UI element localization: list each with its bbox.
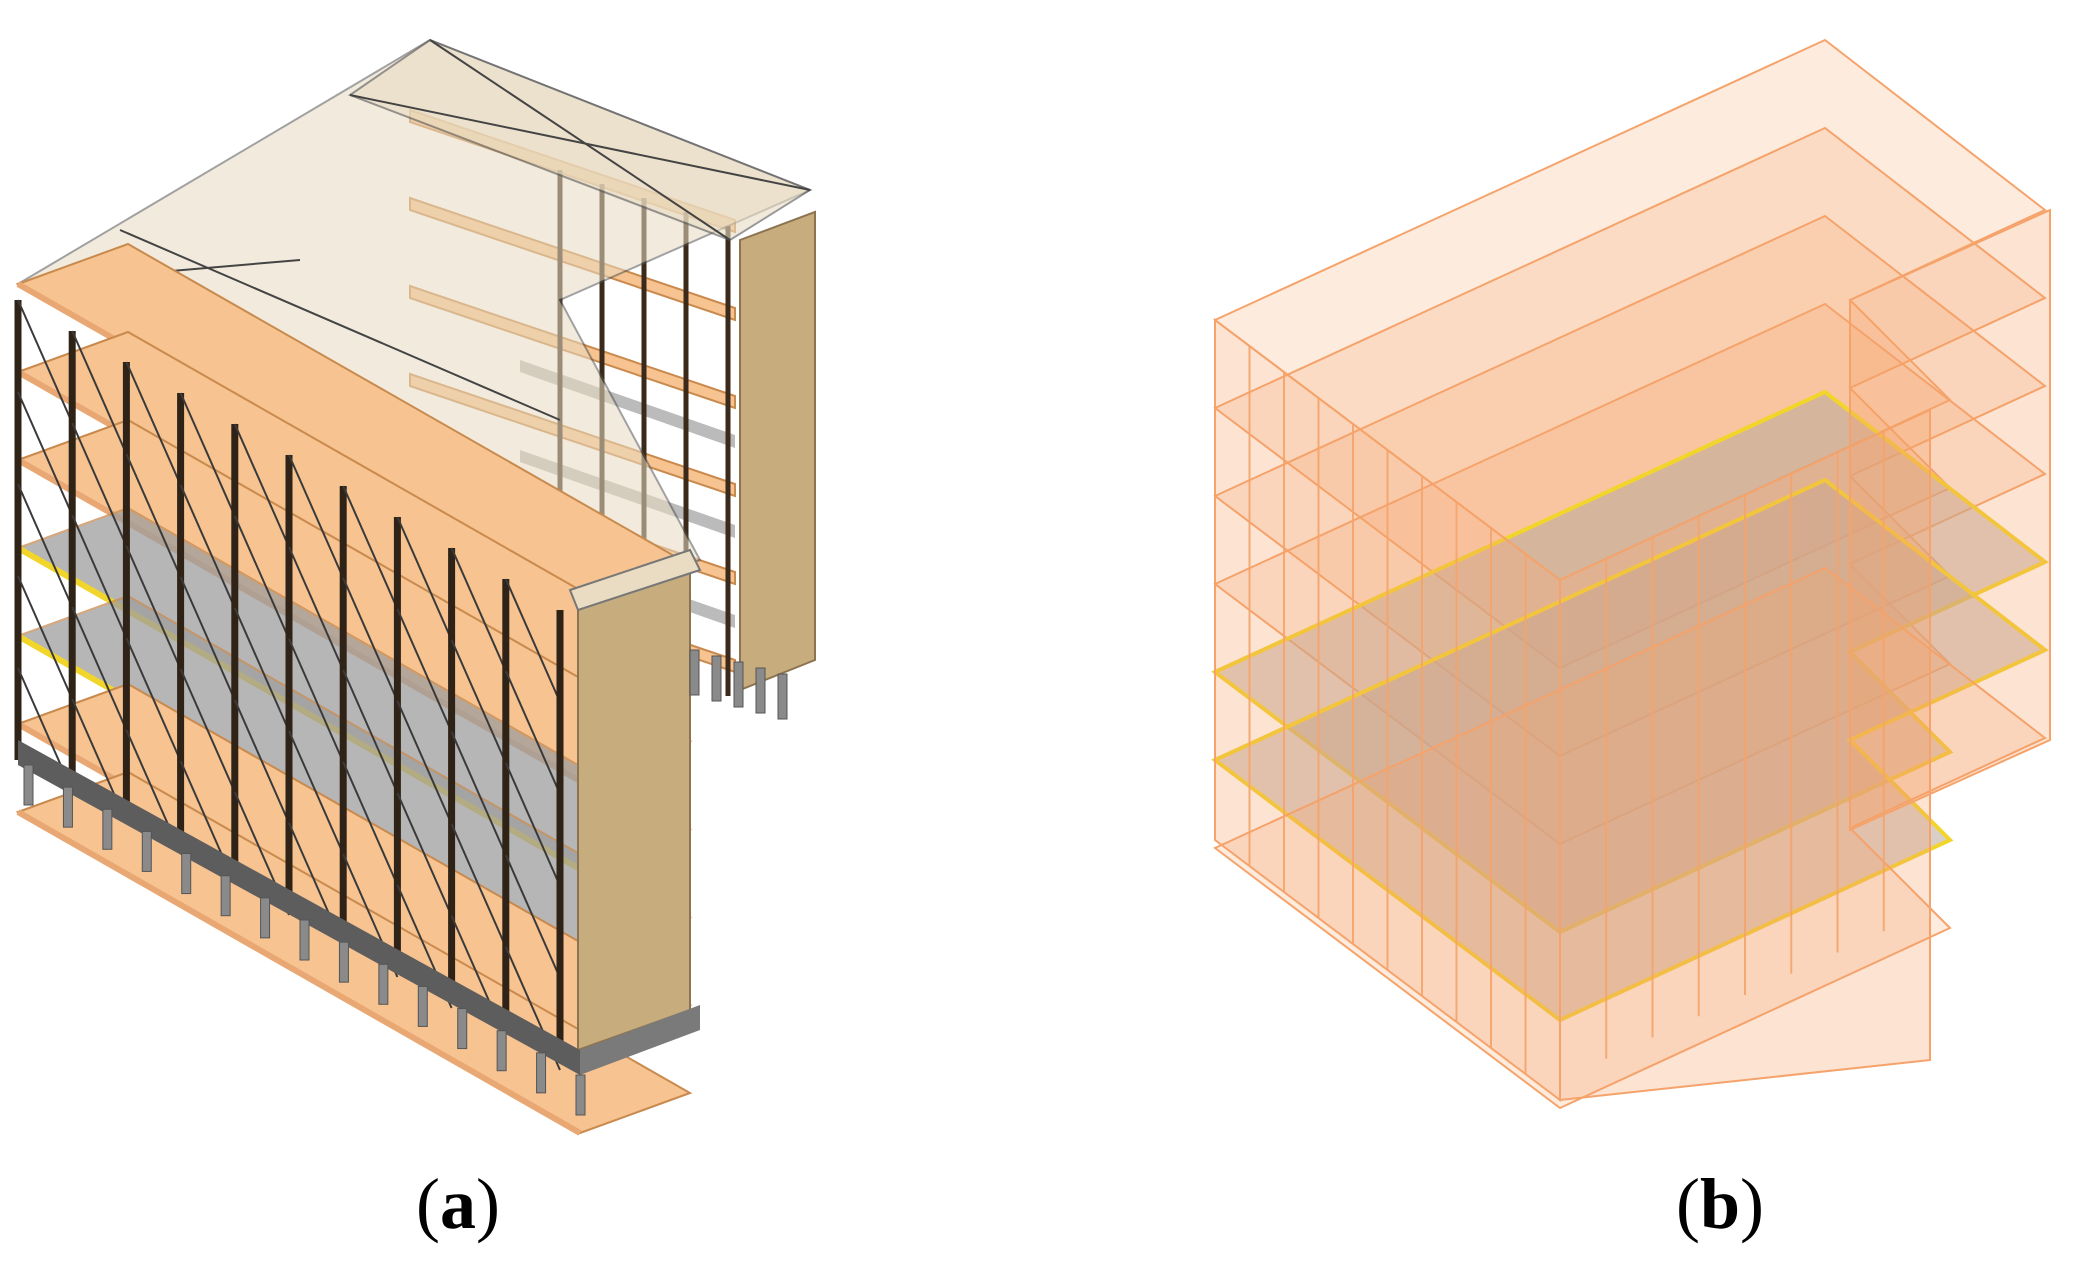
foundation-pile	[777, 673, 788, 720]
x-brace	[396, 608, 453, 733]
x-brace	[396, 700, 453, 825]
x-brace	[179, 484, 236, 609]
concrete-podium	[18, 740, 580, 1075]
x-brace	[71, 330, 128, 455]
foundation-pile	[496, 1030, 507, 1072]
foundation-pile	[299, 919, 310, 961]
x-brace	[342, 669, 399, 794]
foundation-pile	[62, 786, 73, 828]
x-brace	[450, 823, 507, 948]
x-brace	[17, 391, 74, 516]
x-brace	[450, 639, 507, 764]
foundation-pile	[102, 808, 113, 850]
x-brace	[125, 453, 182, 578]
foundation-pile	[23, 764, 34, 806]
caption-b: (b)	[1675, 1164, 1764, 1244]
x-brace	[288, 638, 345, 763]
x-brace	[288, 454, 345, 579]
x-brace	[233, 423, 290, 548]
x-brace	[450, 731, 507, 856]
x-brace	[71, 514, 128, 639]
x-brace	[17, 483, 74, 608]
foundation-pile	[181, 853, 192, 895]
foundation-pile	[711, 655, 722, 702]
core-roof	[568, 548, 702, 612]
roof-brace	[429, 39, 731, 241]
foundation-pile	[378, 963, 389, 1005]
x-brace	[288, 730, 345, 855]
foundation-pile	[417, 985, 428, 1027]
x-brace	[179, 576, 236, 701]
panel-a-structural-model	[14, 38, 816, 1136]
x-brace	[233, 699, 290, 824]
foundation-pile	[457, 1008, 468, 1050]
x-brace	[342, 577, 399, 702]
x-brace	[233, 607, 290, 732]
x-brace	[17, 299, 74, 424]
x-brace	[288, 546, 345, 671]
foundation-pile	[755, 667, 766, 714]
x-brace	[17, 575, 74, 700]
foundation-pile	[338, 941, 349, 983]
transparent-facade-back	[1849, 208, 2051, 832]
floor-edge	[16, 809, 582, 1136]
x-brace	[125, 637, 182, 762]
x-brace	[504, 854, 561, 979]
x-brace	[342, 485, 399, 610]
concrete-podium-end	[580, 1005, 700, 1075]
foundation-pile	[733, 661, 744, 708]
x-brace	[342, 761, 399, 886]
x-brace	[504, 762, 561, 887]
front-core-wall	[577, 558, 691, 1052]
x-brace	[125, 361, 182, 486]
caption-a: (a)	[416, 1164, 500, 1244]
foundation-pile	[141, 830, 152, 872]
roof-brace	[119, 229, 561, 421]
x-brace	[179, 668, 236, 793]
back-core-wall	[739, 210, 816, 692]
x-brace	[396, 792, 453, 917]
x-brace	[504, 578, 561, 703]
x-brace	[396, 516, 453, 641]
foundation-pile	[689, 649, 700, 696]
panel-b-transparent-model	[1211, 38, 2051, 1110]
x-brace	[233, 515, 290, 640]
x-brace	[450, 547, 507, 672]
x-brace	[179, 392, 236, 517]
foundation-pile	[575, 1074, 586, 1116]
x-brace	[125, 545, 182, 670]
x-brace	[71, 422, 128, 547]
foundation-pile	[260, 897, 271, 939]
foundation-pile	[536, 1052, 547, 1094]
roof-brace	[349, 94, 811, 191]
x-brace	[71, 606, 128, 731]
foundation-pile	[220, 875, 231, 917]
x-brace	[504, 670, 561, 795]
